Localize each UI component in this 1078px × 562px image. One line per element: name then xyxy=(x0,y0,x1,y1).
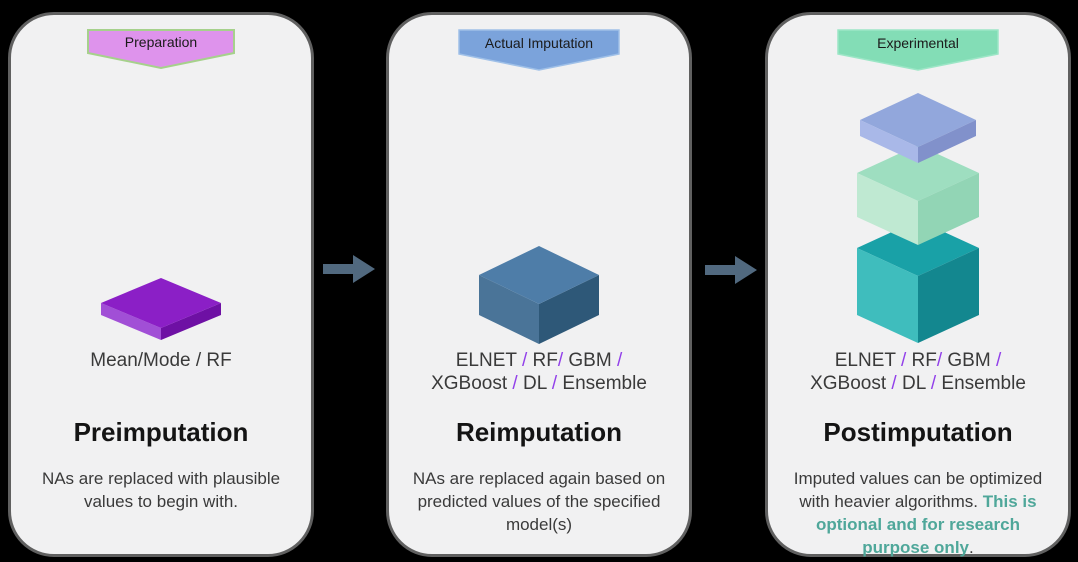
panel-reimputation: Actual Imputation ELNET / RF/ GBM / XGBo… xyxy=(386,12,692,557)
slab-top-face xyxy=(101,278,221,328)
arrow-shape xyxy=(705,256,757,284)
mint-cube-left-face xyxy=(857,173,918,245)
model-list: ELNET / RF/ GBM / XGBoost / DL / Ensembl… xyxy=(389,349,689,395)
teal-cube-right-face xyxy=(918,248,979,343)
text-segment: DL xyxy=(896,373,931,394)
text-segment: / xyxy=(521,350,528,371)
slab-right-face xyxy=(161,303,221,340)
text-segment: GBM xyxy=(563,350,617,371)
preparation-banner: Preparation xyxy=(87,29,235,70)
model-line: ELNET / RF/ GBM / xyxy=(389,349,689,372)
text-segment: Ensemble xyxy=(557,373,647,394)
text-segment: DL xyxy=(517,373,552,394)
text-segment: . xyxy=(969,538,974,557)
text-segment: / xyxy=(900,350,907,371)
text-segment: ELNET xyxy=(455,350,522,371)
text-segment: This is optional and for research purpos… xyxy=(815,492,1037,557)
panel-heading: Preimputation xyxy=(73,417,249,447)
cube-top-face xyxy=(479,246,599,304)
text-segment: Ensemble xyxy=(936,373,1026,394)
actual-imputation-banner: Actual Imputation xyxy=(458,29,620,71)
banner-ribbon-border xyxy=(837,29,999,71)
panel-description: Imputed values can be optimized with hea… xyxy=(782,467,1054,559)
text-segment: GBM xyxy=(942,350,996,371)
text-segment: XGBoost xyxy=(431,373,513,394)
text-segment: / xyxy=(557,350,564,371)
banner-ribbon-border xyxy=(458,29,620,71)
text-segment: / xyxy=(891,373,897,394)
experimental-banner: Experimental xyxy=(837,29,999,71)
slab-left-face xyxy=(101,303,161,340)
text-segment: RF xyxy=(527,350,558,371)
model-list: Mean/Mode / RF xyxy=(11,349,311,372)
text-segment: ELNET xyxy=(834,350,901,371)
banner-label: Actual Imputation xyxy=(485,35,593,51)
panel-postimputation: Experimental ELNET / RF/ GBM / XGBoost /… xyxy=(765,12,1071,557)
model-line: Mean/Mode / RF xyxy=(11,349,311,372)
slab-right-face xyxy=(918,120,976,163)
text-segment: / xyxy=(936,350,943,371)
mint-cube-right-face xyxy=(918,173,979,245)
text-segment: / xyxy=(995,350,1002,371)
banner-ribbon-shape xyxy=(88,30,234,68)
slab-left-face xyxy=(860,120,918,163)
purple-slab-icon xyxy=(100,276,222,342)
panel-description: NAs are replaced again based on predicte… xyxy=(403,467,675,536)
text-segment: / xyxy=(551,373,558,394)
text-segment: / xyxy=(512,373,518,394)
text-segment: RF xyxy=(906,350,937,371)
blue-cube-icon xyxy=(477,244,601,346)
model-list: ELNET / RF/ GBM / XGBoost / DL / Ensembl… xyxy=(768,349,1068,395)
text-segment: Imputed values can be optimized with hea… xyxy=(793,469,1043,511)
text-segment: Mean/Mode / RF xyxy=(90,350,232,371)
panel-heading: Reimputation xyxy=(455,417,623,447)
teal-cube-left-face xyxy=(857,248,918,343)
model-line: XGBoost / DL / Ensemble xyxy=(389,372,689,395)
text-segment: NAs are replaced again based on predicte… xyxy=(412,469,666,534)
panel-heading: Postimputation xyxy=(823,417,1013,447)
cube-right-face xyxy=(539,275,599,344)
banner-label: Preparation xyxy=(125,34,197,50)
banner-ribbon-shape xyxy=(459,30,619,70)
banner-ribbon-border xyxy=(87,29,235,70)
text-segment: / xyxy=(616,350,623,371)
arrow-shape xyxy=(323,255,375,283)
cube-left-face xyxy=(479,275,539,344)
text-segment: / xyxy=(930,373,937,394)
flow-arrow-icon xyxy=(323,253,375,285)
text-segment: XGBoost xyxy=(810,373,892,394)
panel-preimputation: Preparation Mean/Mode / RF Preimputation… xyxy=(8,12,314,557)
banner-label: Experimental xyxy=(877,35,959,51)
panel-description: NAs are replaced with plausible values t… xyxy=(25,467,297,513)
flow-arrow-icon xyxy=(705,254,757,286)
text-segment: NAs are replaced with plausible values t… xyxy=(41,469,281,511)
model-line: XGBoost / DL / Ensemble xyxy=(768,372,1068,395)
banner-ribbon-shape xyxy=(838,30,998,70)
model-line: ELNET / RF/ GBM / xyxy=(768,349,1068,372)
stacked-cubes-icon xyxy=(856,91,980,345)
